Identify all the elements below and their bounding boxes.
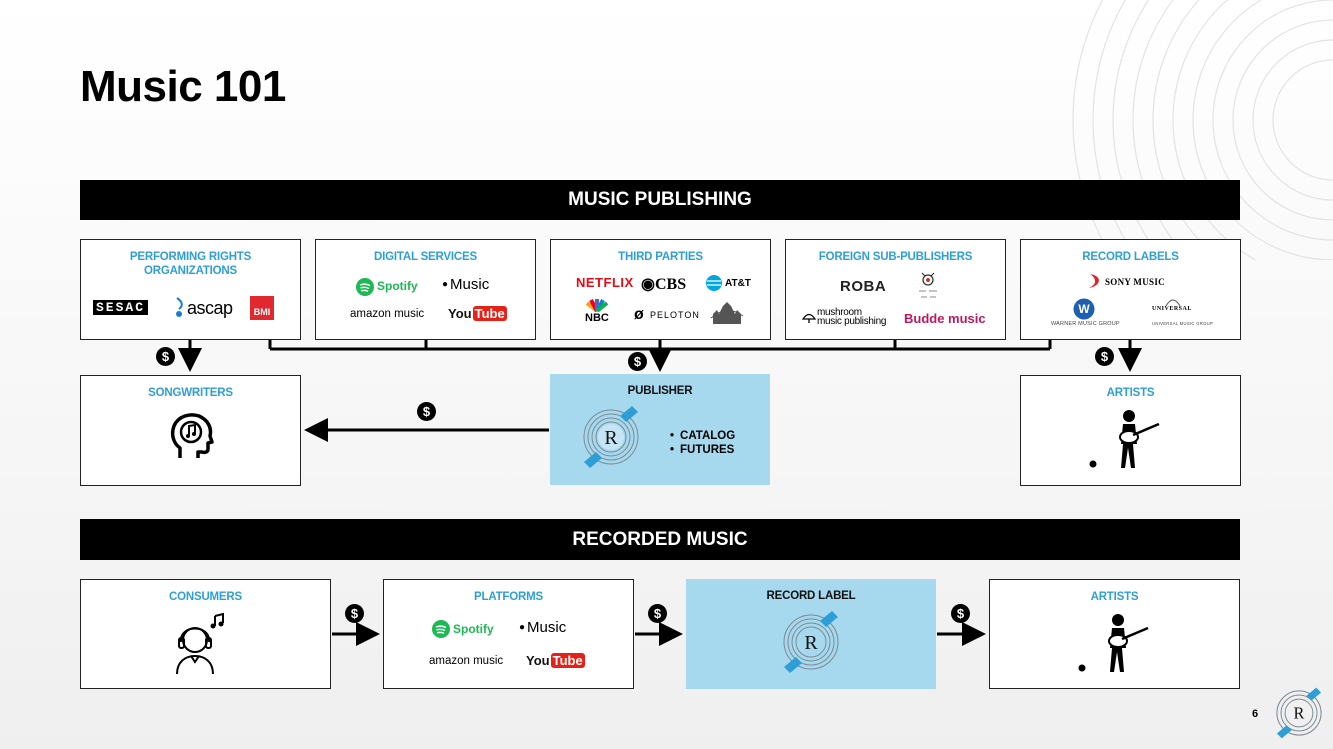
apple-icon: ● [519,622,526,633]
publisher-label: PUBLISHER [627,385,693,397]
nbc-logo: NBC [585,312,609,324]
sony-music-logo: SONY MUSIC [1105,277,1165,287]
page-title: Music 101 [80,62,286,111]
platforms-box: PLATFORMS Spotify ●Music amazon music Yo… [383,579,634,689]
warner-w-icon: W [1073,298,1095,320]
amazon-music-logo: amazon music [429,655,504,667]
bmi-logo: BMI [250,296,274,320]
publishing-banner: MUSIC PUBLISHING [80,180,1240,220]
digital-services-label: DIGITAL SERVICES [374,251,477,263]
spotify-logo: Spotify [453,622,494,636]
roba-logo: ROBA [840,278,887,295]
bullet-futures: FUTURES [670,443,735,457]
recorded-banner: RECORDED MUSIC [80,519,1240,560]
spotify-icon [432,620,450,638]
youtube-tube-mark: Tube [472,306,507,321]
listener-headphones-icon [176,612,224,675]
ascap-mark-icon [176,297,183,317]
cbs-logo: ◉CBS [641,276,687,293]
company-logo-icon: R [783,611,839,673]
money-icon: $ [156,347,175,366]
songwriters-box: SONGWRITERS [80,375,301,486]
sony-music-icon [1089,274,1099,288]
svg-text:R: R [1294,704,1305,723]
third-parties-label: THIRD PARTIES [618,251,703,263]
money-icon: $ [648,604,667,623]
att-logo: AT&T [725,278,751,289]
consumers-box: CONSUMERS [80,579,331,689]
money-icon: $ [345,604,364,623]
sesac-logo: SESAC [93,300,149,315]
spotify-logo: Spotify [377,279,418,293]
apple-music-logo: ●Music [519,619,567,636]
universal-globe-icon [1165,299,1181,306]
platforms-label: PLATFORMS [474,591,543,603]
universal-logo: UNIVERSAL [1152,306,1192,312]
publisher-crest-icon [919,272,937,298]
record-labels-label: RECORD LABELS [1082,251,1179,263]
decorative-arcs [1072,0,1333,260]
artists-box: ARTISTS [1020,375,1241,486]
ascap-logo: ascap [187,298,233,318]
record-labels-box: RECORD LABELS SONY MUSIC W WARNER MUSIC … [1020,239,1241,340]
bullet-catalog: CATALOG [670,429,735,443]
svg-text:R: R [804,632,818,654]
netflix-logo: NETFLIX [576,275,634,290]
songwriter-head-icon [170,413,214,458]
disney-castle-icon [710,302,744,324]
record-label-label: RECORD LABEL [766,590,856,602]
publisher-box: PUBLISHER R CATALOG FUTURES [550,374,770,485]
foreign-sub-publishers-box: FOREIGN SUB-PUBLISHERS ROBA mushroom mus… [785,239,1006,340]
youtube-tube-mark: Tube [550,653,585,668]
svg-text:W: W [1078,302,1090,316]
company-logo-icon: R [583,406,639,468]
money-icon: $ [951,604,970,623]
publisher-bullets: CATALOG FUTURES [670,429,735,457]
mushroom-logo: mushroom music publishing [817,307,887,327]
money-icon: $ [1095,347,1114,366]
peloton-logo: PELOTON [650,310,700,320]
amazon-music-logo: amazon music [350,308,425,320]
apple-icon: ● [442,279,449,290]
third-parties-box: THIRD PARTIES NETFLIX ◉CBS AT&T NBC ø PE… [550,239,771,340]
pro-label: PERFORMING RIGHTS ORGANIZATIONS [129,251,252,277]
page-number: 6 [1252,708,1259,720]
money-icon: $ [628,352,647,371]
apple-music-logo: ●Music [442,276,490,293]
artists-box: ARTISTS [989,579,1240,689]
digital-services-box: DIGITAL SERVICES Spotify ●Music amazon m… [315,239,536,340]
consumers-label: CONSUMERS [169,591,242,603]
pro-box: PERFORMING RIGHTS ORGANIZATIONS SESAC as… [80,239,301,340]
att-globe-icon [706,275,722,291]
guitarist-icon [1089,410,1160,468]
foreign-sub-publishers-label: FOREIGN SUB-PUBLISHERS [818,251,973,263]
spotify-icon [356,278,374,296]
mushroom-icon [802,313,816,323]
company-logo-icon: R [1276,687,1322,739]
record-label-box: RECORD LABEL R [686,579,936,689]
guitarist-icon [1078,614,1149,672]
artists-label: ARTISTS [1106,387,1155,399]
peloton-icon: ø [634,306,644,323]
budde-logo: Budde music [904,311,986,326]
nbc-peacock-icon [585,299,609,312]
universal-music-group-logo: UNIVERSAL MUSIC GROUP [1152,321,1214,326]
artists-label: ARTISTS [1090,591,1139,603]
svg-text:R: R [604,427,618,449]
money-icon: $ [417,402,436,421]
warner-logo: WARNER MUSIC GROUP [1051,321,1120,327]
songwriters-label: SONGWRITERS [148,387,233,399]
